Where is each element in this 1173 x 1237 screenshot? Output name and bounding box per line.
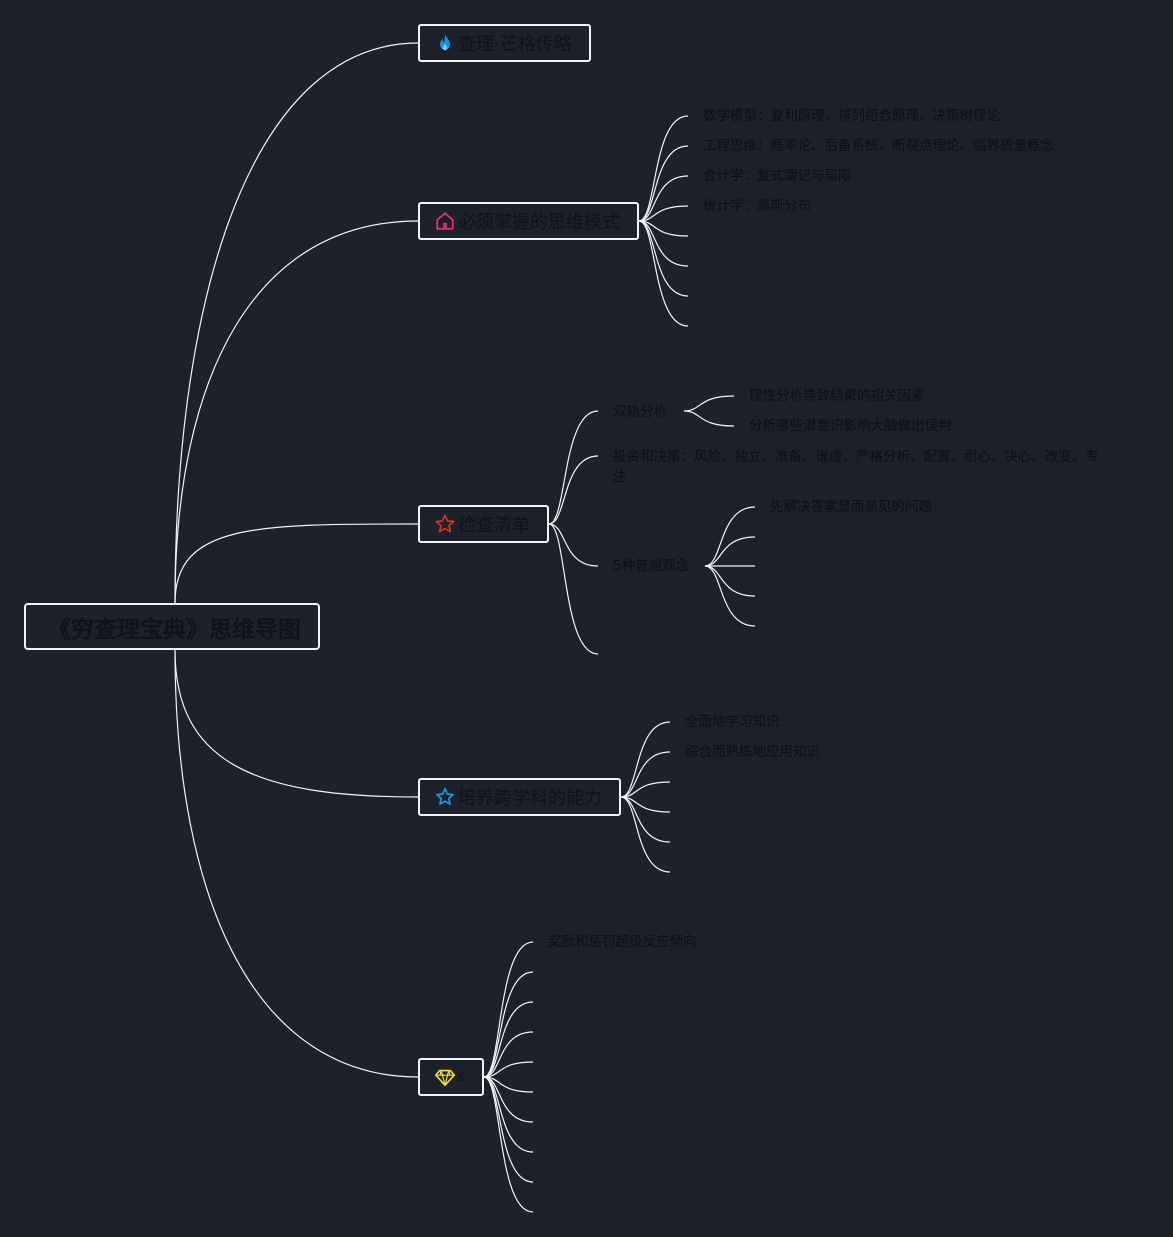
thinking-model-item: 合计学：复式簿记与局限 <box>703 168 852 184</box>
branch-node-s[interactable]: s <box>418 1058 484 1096</box>
interdisciplinary-connector <box>620 781 671 798</box>
interdisciplinary-connector <box>620 721 671 798</box>
thinking-models-connector <box>638 115 689 222</box>
branch-node-thinking-models[interactable]: 必须掌握的思维模式 <box>418 202 639 240</box>
checklist-connector <box>548 455 599 525</box>
branch-label: 培养跨学科的能力 <box>458 788 602 809</box>
s-branch-connector <box>483 941 534 1078</box>
root-connector <box>174 649 419 1078</box>
root-connector <box>174 649 419 798</box>
thinking-models-connector <box>638 220 689 267</box>
interdisciplinary-item: 全面地学习知识 <box>685 714 780 730</box>
branch-label: s <box>458 1069 465 1085</box>
s-branch-connector <box>483 971 534 1078</box>
five-ideas-connector <box>704 536 756 567</box>
root-connector <box>174 220 419 604</box>
five-ideas-item: 先解决答案显而易见的问题 <box>770 499 932 515</box>
checklist-subtopic-investment[interactable]: 投资和决策：风险、独立、准备、谦虚、严格分析、配置、耐心、决心、改变、专注 <box>613 449 1099 485</box>
five-ideas-connector <box>704 565 756 627</box>
root-label: 《穷查理宝典》思维导图 <box>48 616 301 643</box>
root-node[interactable]: 《穷查理宝典》思维导图 <box>24 603 320 650</box>
root-connector <box>174 523 419 604</box>
s-branch-connector <box>483 1076 534 1183</box>
s-branch-connector <box>483 1031 534 1078</box>
star-outline-icon <box>434 513 456 535</box>
root-connector <box>174 42 419 604</box>
branch-node-interdisciplinary[interactable]: 培养跨学科的能力 <box>418 778 621 816</box>
interdisciplinary-connector <box>620 796 671 843</box>
dual-track-item: 分析哪些潜意识影响大脑做出误判 <box>749 418 952 434</box>
checklist-subtopic-dual-track[interactable]: 双轨分析 <box>613 404 667 420</box>
five-ideas-connector <box>704 506 756 567</box>
s-branch-connector <box>483 1001 534 1078</box>
dual-track-item: 理性分析导致结果的相关因素 <box>749 388 925 404</box>
thinking-models-connector <box>638 175 689 222</box>
branch-label: 查理·芒格传略 <box>458 34 572 55</box>
checklist-subtopic-five-ideas[interactable]: 5种普遍观念 <box>613 558 690 574</box>
flame-icon <box>434 32 456 54</box>
home-icon <box>434 210 456 232</box>
diamond-icon <box>434 1066 456 1088</box>
s-branch-connector <box>483 1076 534 1123</box>
thinking-models-connector <box>638 145 689 222</box>
interdisciplinary-connector <box>620 751 671 798</box>
branch-node-checklist[interactable]: 检查清单 <box>418 505 549 543</box>
thinking-model-item: 工程思维：概率论、后备系统、断裂点理论、临界质量概念 <box>703 138 1054 154</box>
s-branch-connector <box>483 1076 534 1213</box>
thinking-models-connector <box>638 205 689 222</box>
checklist-connector <box>548 523 599 655</box>
five-ideas-connector <box>704 565 756 597</box>
checklist-connector <box>548 523 599 567</box>
dual-track-connector <box>683 410 735 427</box>
dual-track-connector <box>683 395 735 412</box>
star-icon <box>434 786 456 808</box>
thinking-model-item: 统计学：高斯分布 <box>703 198 811 214</box>
interdisciplinary-item: 综合而熟练地应用知识 <box>685 744 820 760</box>
thinking-models-connector <box>638 220 689 327</box>
interdisciplinary-connector <box>620 796 671 873</box>
branch-label: 必须掌握的思维模式 <box>458 212 620 233</box>
thinking-model-item: 数学模型：复利原理、排列组合原理、决策树理论 <box>703 108 1000 124</box>
s-branch-connector <box>483 1061 534 1078</box>
checklist-connector <box>548 410 599 525</box>
branch-label: 检查清单 <box>458 515 530 536</box>
s-branch-item: 奖励和惩罚超级反应倾向 <box>548 934 697 950</box>
branch-node-biography[interactable]: 查理·芒格传略 <box>418 24 591 62</box>
interdisciplinary-connector <box>620 796 671 813</box>
